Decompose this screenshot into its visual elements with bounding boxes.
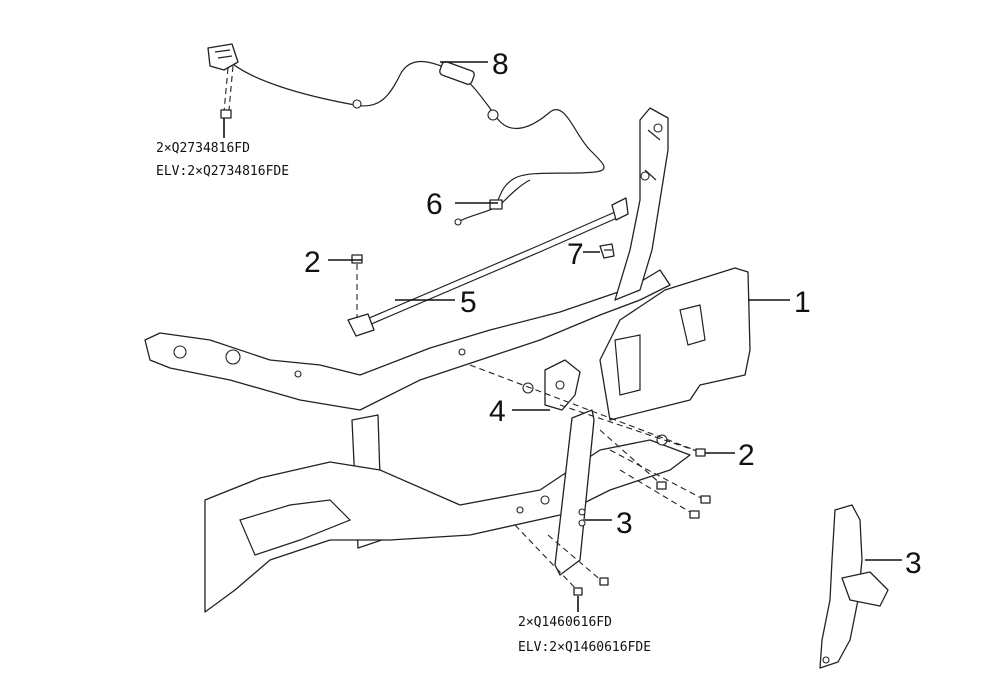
- callout-3-detail: 3: [905, 547, 922, 580]
- leader-lines: [223, 61, 902, 612]
- part-8-release-cable: [207, 43, 605, 206]
- part-1-radiator-support: [144, 107, 751, 613]
- note-top-elv: ELV:2×Q2734816FDE: [156, 164, 289, 179]
- note-top-qty: 2×Q2734816FD: [156, 141, 250, 156]
- callout-4: 4: [489, 395, 506, 428]
- part-7-clip: [599, 243, 615, 259]
- callout-7: 7: [567, 238, 584, 271]
- part-number-notes: 2×Q2734816FD ELV:2×Q2734816FDE 2×Q146061…: [156, 141, 651, 655]
- callout-6: 6: [426, 188, 443, 221]
- callout-8: 8: [492, 48, 509, 81]
- callout-5: 5: [460, 286, 477, 319]
- callout-1: 1: [794, 286, 811, 319]
- part-3-center-brace: [554, 409, 595, 576]
- part-4-hood-latch: [522, 359, 581, 411]
- callout-labels: 8 6 2 7 5 1 4 2 3 3: [304, 48, 922, 580]
- part-6-cable: [454, 179, 531, 226]
- part-5-prop-rod: [347, 197, 629, 337]
- callout-2-top: 2: [304, 246, 321, 279]
- part-2-bolt-top: [351, 254, 363, 318]
- callout-3-center: 3: [616, 507, 633, 540]
- callout-2-right: 2: [738, 439, 755, 472]
- part-3-brace-detail: [819, 504, 889, 669]
- top-fastener-dashlines: [220, 65, 234, 119]
- note-bottom-qty: 2×Q1460616FD: [518, 615, 612, 630]
- mounting-dashlines: [469, 364, 706, 591]
- note-bottom-elv: ELV:2×Q1460616FDE: [518, 640, 651, 655]
